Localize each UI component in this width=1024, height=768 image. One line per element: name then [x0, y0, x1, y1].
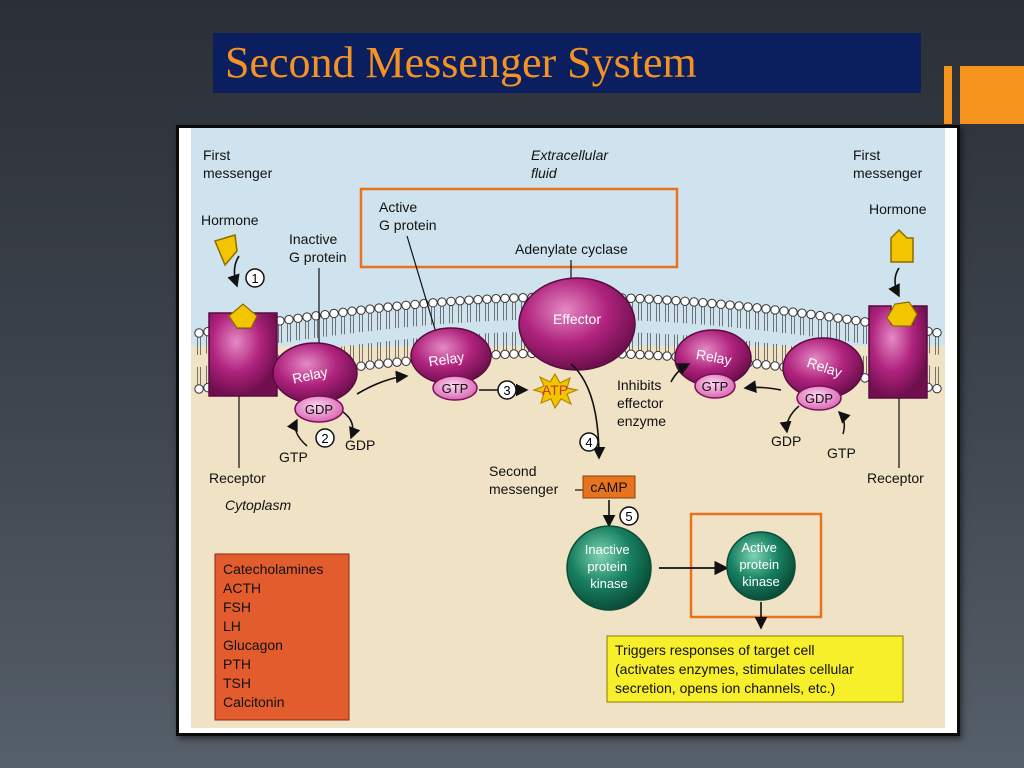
- gtp-in-arrow-left: [286, 418, 308, 447]
- camp-label: cAMP: [590, 479, 627, 495]
- inactive-kinase-label: Inactive protein kinase: [585, 542, 633, 591]
- step-4-label: 4: [585, 435, 592, 450]
- cytoplasm-label: Cytoplasm: [225, 497, 291, 513]
- receptor-left: [208, 303, 278, 397]
- hormone-list-item: Glucagon: [223, 637, 283, 653]
- diagram-frame: First messenger Hormone 1 Receptor Cytop…: [176, 125, 960, 736]
- gtp-label-active: GTP: [442, 381, 469, 396]
- step-2-marker: [315, 428, 335, 448]
- active-g-protein-leader: [406, 235, 438, 337]
- gdp-out-label-right: GDP: [771, 433, 801, 449]
- atp-label: ATP: [542, 382, 568, 398]
- highlight-box-active-g-protein: [359, 187, 679, 269]
- gdp-pill-right: [796, 385, 842, 411]
- extracellular-fluid-label: Extracellular fluid: [531, 147, 612, 181]
- hormone-list-item: Calcitonin: [223, 694, 284, 710]
- gdp-out-arrow-right: [779, 405, 800, 434]
- relay-label-right-a: Relay: [695, 346, 733, 368]
- activation-arrow-right: [743, 380, 782, 393]
- atp-burst-icon: [532, 372, 580, 410]
- step-1-marker: [245, 268, 265, 288]
- inhibition-arrow: [670, 363, 691, 383]
- step-5-label: 5: [625, 509, 632, 524]
- inactive-protein-kinase: [566, 525, 652, 611]
- receptor-label-right: Receptor: [867, 470, 924, 486]
- gtp-in-arrow-right: [837, 410, 851, 435]
- receptor-right: [868, 301, 928, 399]
- relay-label-left: Relay: [291, 364, 329, 387]
- active-g-protein-label: Active G protein: [379, 199, 437, 233]
- second-messenger-label: Second messenger: [489, 463, 559, 497]
- step-4-marker: [579, 432, 599, 452]
- gdp-label-right: GDP: [805, 391, 833, 406]
- first-messenger-label-right: First messenger: [853, 147, 923, 181]
- hormone-binding-arrow-right: [888, 267, 900, 298]
- inhibits-effector-label: Inhibits effector enzyme: [617, 377, 667, 429]
- hormone-list-item: Catecholamines: [223, 561, 323, 577]
- first-messenger-label-left: First messenger: [203, 147, 273, 181]
- accent-bar-wide: [960, 66, 1024, 124]
- hormone-list-item: TSH: [223, 675, 251, 691]
- step-5-marker: [619, 506, 639, 526]
- gdp-label-left: GDP: [305, 402, 333, 417]
- hormone-icon-right: [890, 228, 914, 263]
- hormone-list-item: FSH: [223, 599, 251, 615]
- triggers-box: [606, 635, 904, 703]
- second-messenger-diagram: First messenger Hormone 1 Receptor Cytop…: [191, 128, 945, 728]
- effector-label: Effector: [553, 311, 601, 327]
- hormone-list-item: LH: [223, 618, 241, 634]
- accent-bar-thin: [944, 66, 952, 124]
- hormone-list-box: [214, 553, 350, 721]
- inactive-g-protein-label: Inactive G protein: [289, 231, 347, 265]
- step-4-arrow: [570, 363, 606, 460]
- active-protein-kinase: [726, 531, 796, 601]
- gtp-label-right: GTP: [702, 379, 729, 394]
- active-kinase-label: Active protein kinase: [739, 540, 782, 589]
- step-3-marker: [497, 380, 517, 400]
- hormone-label-left: Hormone: [201, 212, 259, 228]
- hormone-binding-arrow-left: [227, 255, 240, 288]
- gtp-in-label-left: GTP: [279, 449, 308, 465]
- activation-arrow-left: [356, 370, 409, 395]
- title-bar: Second Messenger System: [213, 33, 921, 93]
- gdp-out-label-left: GDP: [345, 437, 375, 453]
- hormone-list-item: PTH: [223, 656, 251, 672]
- gtp-in-label-right: GTP: [827, 445, 856, 461]
- gdp-pill-left: [294, 395, 344, 423]
- step-1-label: 1: [251, 271, 258, 286]
- gtp-pill-active: [432, 375, 478, 401]
- hormone-label-right: Hormone: [869, 201, 927, 217]
- triggers-text: Triggers responses of target cell (activ…: [615, 642, 858, 696]
- slide-title: Second Messenger System: [225, 38, 697, 87]
- hormone-icon-left: [213, 234, 238, 267]
- gtp-pill-right: [694, 373, 736, 399]
- step-2-label: 2: [321, 431, 328, 446]
- gdp-out-arrow-left: [342, 411, 361, 440]
- receptor-label-left: Receptor: [209, 470, 266, 486]
- step-3-label: 3: [503, 383, 510, 398]
- camp-box: [582, 475, 636, 499]
- adenylate-cyclase-label: Adenylate cyclase: [515, 241, 628, 257]
- relay-label-active: Relay: [427, 349, 465, 370]
- hormone-list-item: ACTH: [223, 580, 261, 596]
